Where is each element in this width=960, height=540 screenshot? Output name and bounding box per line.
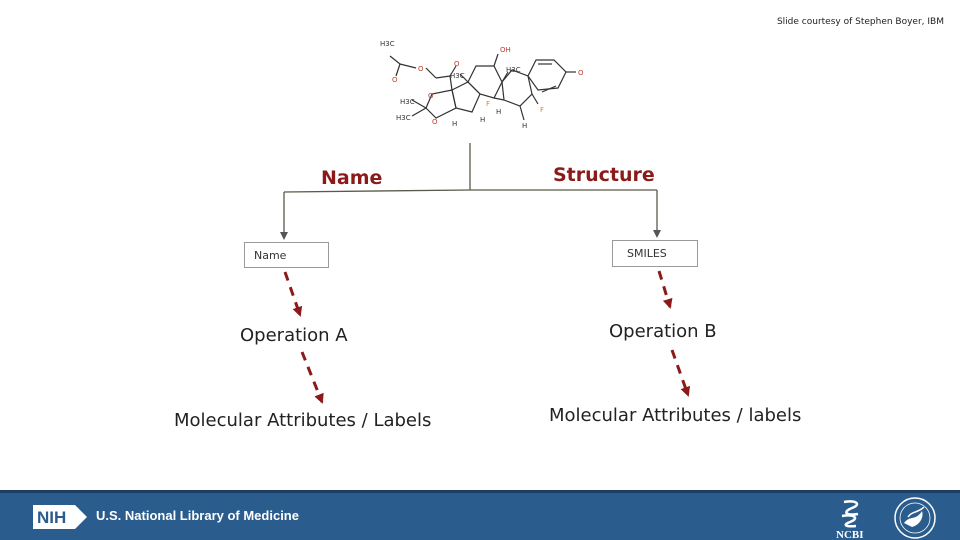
atom-label: F — [540, 106, 544, 114]
atom-label: H — [522, 122, 527, 130]
atom-label: H3C — [380, 40, 395, 48]
atom-label: H3C — [400, 98, 415, 106]
atom-label: O — [578, 69, 584, 77]
atom-label: O — [392, 76, 398, 84]
atom-label: H — [480, 116, 485, 124]
smiles-box: SMILES — [612, 240, 698, 267]
slide-credit: Slide courtesy of Stephen Boyer, IBM — [776, 17, 944, 27]
footer-bar — [0, 490, 960, 540]
atom-label: H — [496, 108, 501, 116]
svg-text:NCBI: NCBI — [836, 529, 864, 540]
molecular-attributes-right: Molecular Attributes / labels — [549, 405, 802, 426]
dashed-arrow-op-a-to-attributes — [300, 351, 324, 404]
branch-label-name: Name — [321, 167, 383, 189]
branch-label-structure: Structure — [553, 164, 655, 186]
atom-label: H — [452, 120, 457, 128]
atom-label: H3C — [450, 72, 465, 80]
atom-label: H3C — [396, 114, 411, 122]
atom-label: O — [454, 60, 460, 68]
atom-label: O — [432, 118, 438, 126]
operation-a-label: Operation A — [240, 325, 348, 346]
molecule-structure-image: H3C H3C H3C H3C H3C H H H H O O O O O OH… — [380, 40, 584, 130]
hhs-seal-icon — [894, 497, 936, 539]
svg-text:NIH: NIH — [37, 508, 66, 527]
left-branch-line — [283, 189, 471, 193]
atom-label: OH — [500, 46, 511, 54]
dashed-arrow-op-b-to-attributes — [670, 349, 691, 397]
dashed-arrow-smiles-to-op-b — [657, 270, 673, 309]
atom-label: F — [486, 100, 490, 108]
nih-logo: NIH — [33, 505, 87, 529]
operation-b-label: Operation B — [609, 321, 717, 342]
ncbi-logo: NCBI — [836, 500, 864, 540]
atom-label: O — [428, 92, 434, 100]
molecular-attributes-left: Molecular Attributes / Labels — [174, 410, 432, 431]
nlm-wordmark: U.S. National Library of Medicine — [96, 508, 299, 523]
dashed-arrow-name-to-op-a — [283, 271, 303, 317]
atom-label: H3C — [506, 66, 521, 74]
atom-label: O — [418, 65, 424, 73]
name-box: Name — [244, 242, 329, 268]
